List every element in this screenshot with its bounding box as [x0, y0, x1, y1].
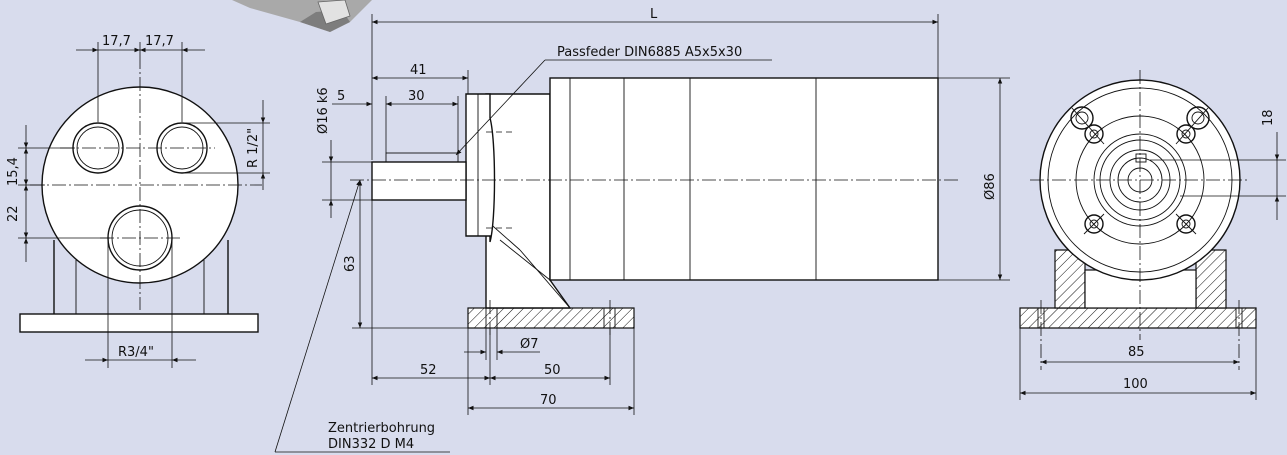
dim-17-7-left: 17,7: [102, 34, 131, 49]
dim-100: 100: [1123, 377, 1148, 392]
dim-r-1-2: R 1/2": [246, 128, 261, 168]
product-photo-fragment: [232, 0, 372, 32]
dim-d86: Ø86: [983, 173, 998, 200]
dim-52: 52: [420, 363, 437, 378]
bolt-holes: [1070, 106, 1210, 235]
side-flange: [465, 93, 496, 243]
dim-d7: Ø7: [520, 337, 539, 352]
dim-15-4: 15,4: [6, 157, 21, 186]
dim-5: 5: [337, 89, 345, 104]
dim-41: 41: [410, 63, 427, 78]
side-view: L 41 5 30 Ø16 k6 63 Ø86: [274, 7, 1010, 453]
dim-L: L: [650, 7, 658, 22]
front-view: 18 85 100: [1019, 70, 1286, 400]
note-passfeder: Passfeder DIN6885 A5x5x30: [557, 45, 742, 60]
dim-d16-k6: Ø16 k6: [316, 87, 331, 134]
dim-r-3-4: R3/4": [118, 345, 154, 360]
front-base: [1019, 307, 1257, 329]
dim-18: 18: [1261, 109, 1276, 126]
dim-85: 85: [1128, 345, 1145, 360]
rear-base-plate: [19, 313, 259, 333]
dim-70: 70: [540, 393, 557, 408]
dim-30: 30: [408, 89, 425, 104]
output-shaft: [371, 161, 467, 201]
motor-body: [549, 77, 939, 281]
dim-17-7-right: 17,7: [145, 34, 174, 49]
note-zentrier-line2: DIN332 D M4: [328, 437, 414, 452]
dim-63: 63: [343, 255, 358, 272]
note-zentrier-line1: Zentrierbohrung: [328, 421, 435, 436]
dim-50: 50: [544, 363, 561, 378]
side-bracket: [485, 93, 572, 309]
dim-22: 22: [6, 205, 21, 222]
side-base-plate: [467, 307, 635, 329]
rear-view: 17,7 17,7 15,4 22 R 1/2" R3/4": [6, 34, 270, 368]
